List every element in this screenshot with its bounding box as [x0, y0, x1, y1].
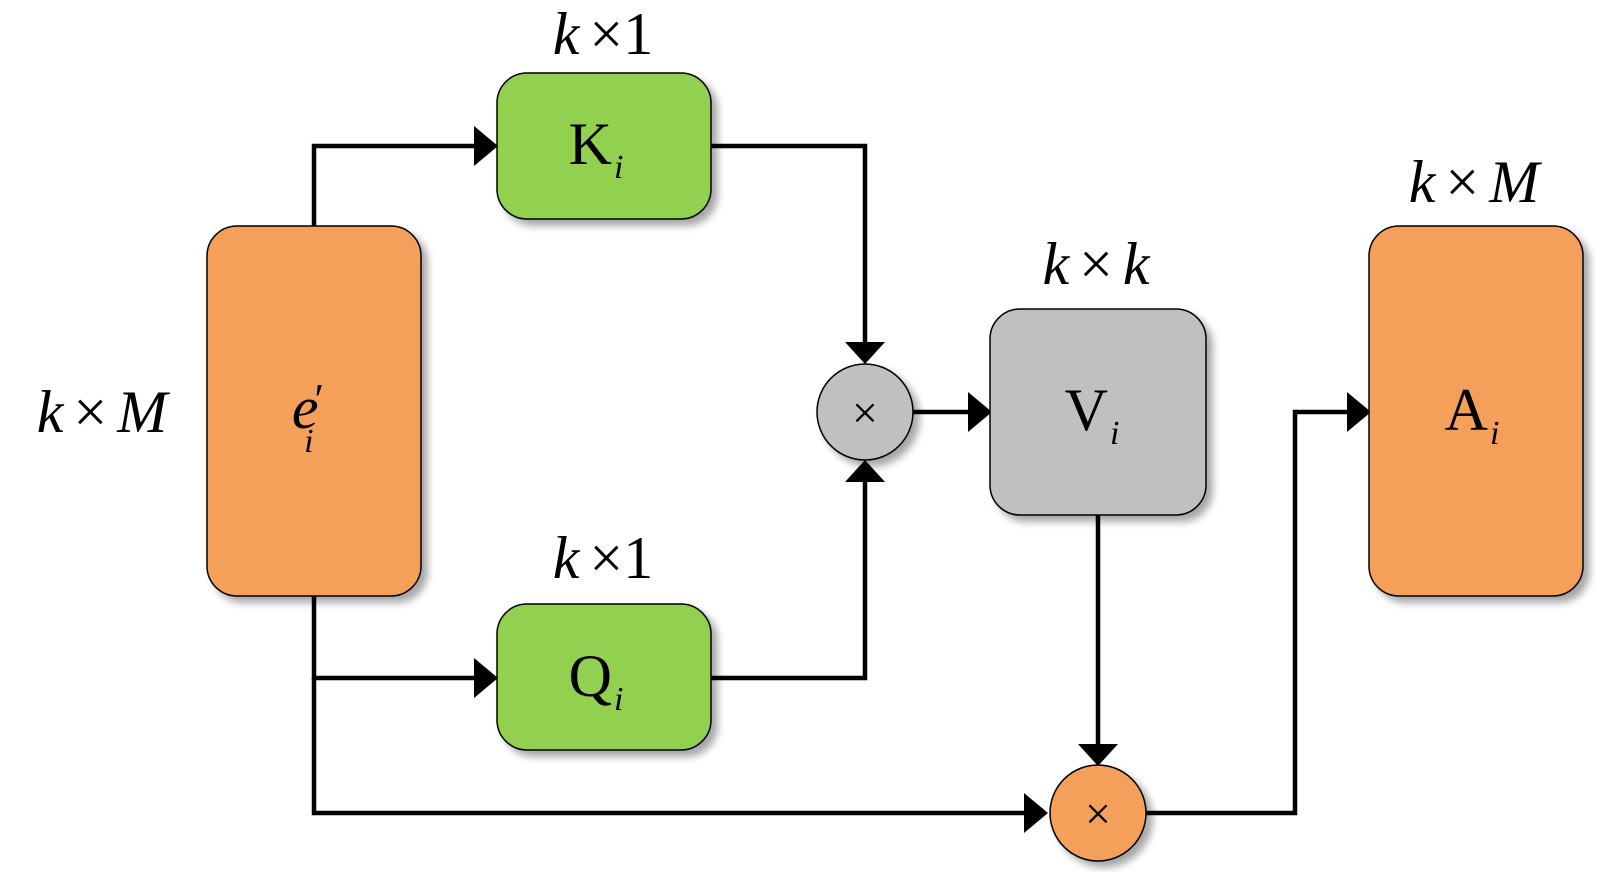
connectors: [311, 143, 1367, 816]
arrow-input-to-key: [311, 143, 495, 226]
output-block: [1368, 225, 1584, 597]
input-dimension-label: k×M: [37, 379, 170, 445]
arrow-key-to-multiply: [711, 143, 868, 360]
arrowhead-key: [474, 126, 498, 166]
arrowhead-multiply-from-key: [845, 342, 885, 364]
query-block: [496, 603, 712, 751]
key-dimension-label: k×1: [553, 1, 653, 67]
key-symbol: Ki: [569, 111, 624, 186]
multiply-symbol-bottom: ×: [1085, 788, 1111, 839]
multiply-symbol-top: ×: [852, 387, 878, 438]
value-symbol: Vi: [1065, 377, 1120, 452]
multiply-node-top: [816, 363, 914, 461]
key-block: [496, 72, 712, 220]
query-dimension-label: k×1: [553, 525, 653, 591]
input-symbol: e′i: [292, 375, 324, 460]
value-block: [989, 308, 1207, 516]
arrow-output-multiply-to-output: [1146, 409, 1367, 816]
arrowheads: [474, 126, 1371, 833]
arrow-input-to-query: [311, 592, 495, 681]
arrowhead-query: [474, 658, 498, 698]
arrow-query-to-multiply: [711, 464, 868, 681]
output-symbol: Ai: [1445, 377, 1500, 452]
multiply-node-bottom: [1049, 764, 1147, 862]
arrowhead-value: [968, 392, 992, 432]
arrowhead-output-multiply-in: [1024, 793, 1048, 833]
arrowhead-multiply-from-query: [845, 460, 885, 482]
output-dimension-label: k×M: [1409, 149, 1542, 215]
arrowhead-output: [1347, 392, 1371, 432]
value-dimension-label: k×k: [1042, 231, 1150, 297]
arrowhead-output-multiply-from-value: [1078, 744, 1118, 766]
arrow-input-to-output-multiply: [311, 678, 1044, 816]
input-block: [206, 225, 422, 597]
query-symbol: Qi: [569, 643, 624, 718]
